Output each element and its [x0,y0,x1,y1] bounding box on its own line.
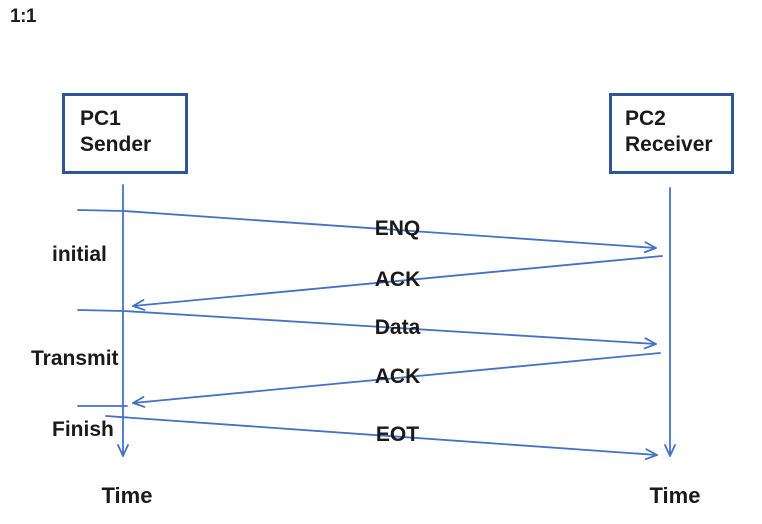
zoom-level-indicator: 1:1 [10,6,36,27]
message-label-ack-1: ACK [374,268,421,291]
actor-box-pc2-receiver: PC2 Receiver [609,93,734,174]
phase-label-transmit: Transmit [31,347,119,370]
phase-label-initial: initial [52,243,107,266]
actor-role: Sender [80,133,152,156]
message-label-enq: ENQ [374,217,421,240]
message-label-ack-2: ACK [374,365,421,388]
message-label-eot: EOT [375,423,420,446]
actor-name: PC1 [80,107,121,130]
ack1-arrow [132,255,663,311]
message-label-data: Data [374,316,421,339]
actor-name: PC2 [625,107,666,130]
enq-arrow [77,209,657,254]
ack2-arrow [132,352,661,408]
time-axis-label-left: Time [101,483,153,508]
data-arrow [77,309,657,350]
eot-arrow [105,415,658,461]
phase-label-finish: Finish [52,418,114,441]
actor-box-pc1-sender: PC1 Sender [62,93,188,174]
actor-role: Receiver [625,133,713,156]
time-axis-label-right: Time [649,483,701,508]
